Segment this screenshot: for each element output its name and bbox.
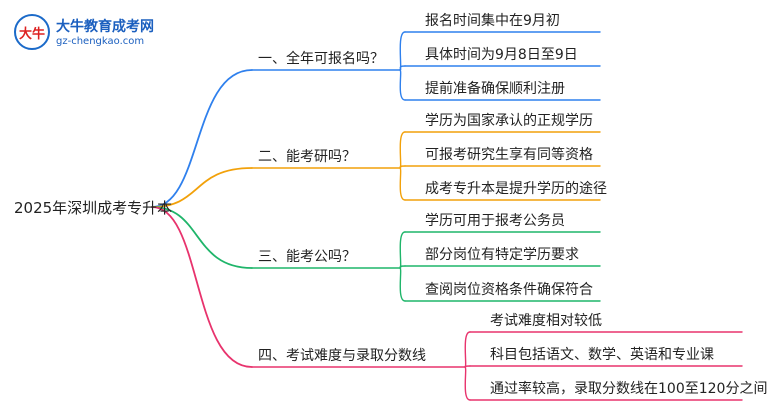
site-logo[interactable]: 大牛 大牛教育成考网 gz-chengkao.com bbox=[14, 14, 164, 54]
leaf-4-3: 通过率较高，录取分数线在100至120分之间 bbox=[490, 381, 767, 397]
branch-label-4: 四、考试难度与录取分数线 bbox=[258, 348, 426, 364]
mindmap-connectors bbox=[151, 31, 743, 401]
leaf-edge-3-3 bbox=[399, 267, 406, 302]
leaf-edge-1-1 bbox=[399, 31, 406, 71]
branch-label-1: 一、全年可报名吗？ bbox=[258, 51, 384, 67]
leaf-3-2: 部分岗位有特定学历要求 bbox=[425, 247, 579, 263]
leaf-edge-2-3 bbox=[399, 167, 406, 201]
root-edge-1 bbox=[151, 69, 253, 208]
branch-label-3: 三、能考公吗？ bbox=[258, 249, 356, 265]
leaf-4-2: 科目包括语文、数学、英语和专业课 bbox=[490, 347, 714, 363]
leaf-1-2: 具体时间为9月8日至9日 bbox=[425, 47, 578, 63]
leaf-edge-1-3 bbox=[399, 69, 406, 101]
leaf-1-3: 提前准备确保顺利注册 bbox=[425, 81, 565, 97]
leaf-1-1: 报名时间集中在9月初 bbox=[425, 13, 560, 29]
root-edge-2 bbox=[151, 167, 253, 208]
branch-label-2: 二、能考研吗？ bbox=[258, 149, 356, 165]
leaf-3-3: 查阅岗位资格条件确保符合 bbox=[425, 282, 593, 298]
logo-mark-icon: 大牛 bbox=[14, 14, 50, 50]
root-edge-4 bbox=[151, 206, 253, 368]
leaf-edge-3-2 bbox=[399, 265, 406, 269]
logo-url: gz-chengkao.com bbox=[56, 36, 145, 47]
leaf-2-1: 学历为国家承认的正规学历 bbox=[425, 113, 593, 129]
leaf-2-2: 可报考研究生享有同等资格 bbox=[425, 147, 593, 163]
leaf-4-1: 考试难度相对较低 bbox=[490, 313, 602, 329]
leaf-edge-1-2 bbox=[399, 65, 406, 71]
leaf-3-1: 学历可用于报考公务员 bbox=[425, 213, 565, 229]
leaf-edge-2-2 bbox=[399, 165, 406, 169]
logo-title: 大牛教育成考网 bbox=[56, 19, 154, 35]
leaf-edge-3-1 bbox=[399, 231, 406, 269]
leaf-edge-4-1 bbox=[464, 331, 471, 368]
leaf-edge-2-1 bbox=[399, 131, 406, 169]
root-topic: 2025年深圳成考专升本 bbox=[14, 199, 173, 217]
root-edge-3 bbox=[151, 206, 253, 269]
leaf-edge-4-3 bbox=[464, 366, 471, 401]
leaf-2-3: 成考专升本是提升学历的途径 bbox=[425, 181, 607, 197]
